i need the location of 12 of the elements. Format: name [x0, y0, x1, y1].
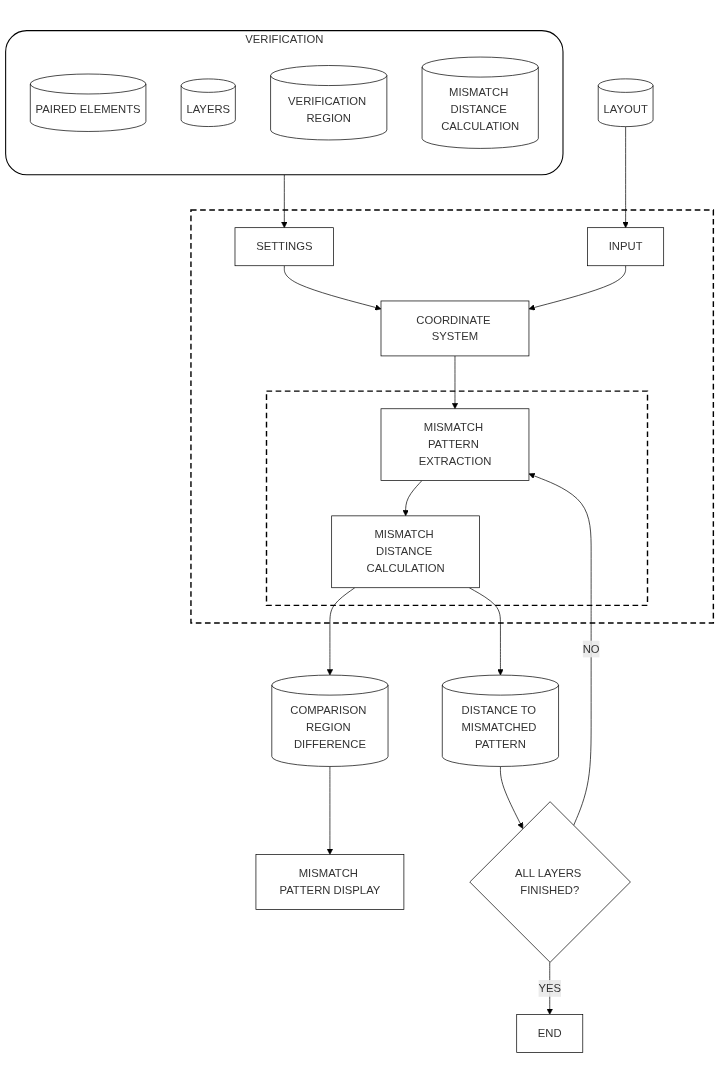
cluster — [265, 390, 649, 606]
node-box: END — [516, 1014, 584, 1053]
node-box: SETTINGS — [234, 227, 334, 266]
cluster — [190, 209, 715, 624]
node-box: INPUT — [587, 227, 665, 266]
node-box: MISMATCH PATTERN DISPLAY — [255, 854, 405, 910]
edge-label: YES — [538, 981, 562, 994]
edge-label: NO — [582, 642, 600, 655]
node-diamond: ALL LAYERS FINISHED? — [469, 801, 631, 963]
node-box: MISMATCH PATTERN EXTRACTION — [380, 408, 530, 481]
node-box: COORDINATE SYSTEM — [380, 300, 530, 357]
node-box: MISMATCH DISTANCE CALCULATION — [331, 515, 480, 588]
